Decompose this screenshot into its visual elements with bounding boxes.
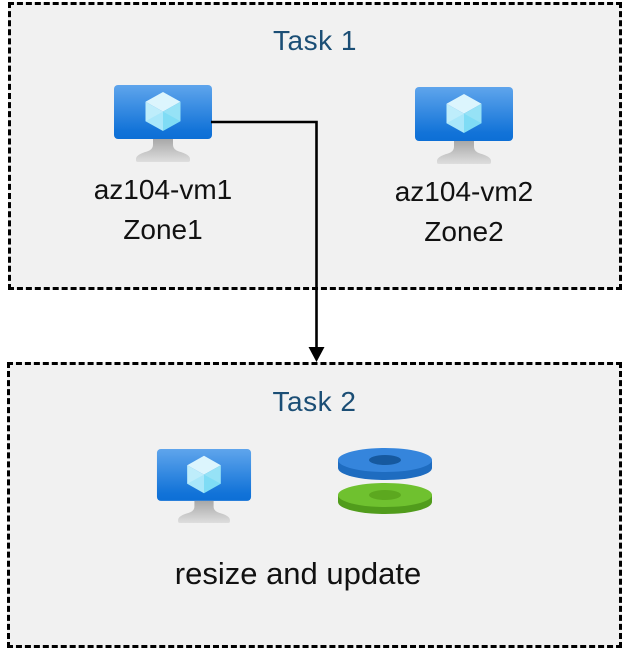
task1-title: Task 1: [273, 25, 357, 56]
vm1-label: az104-vm1 Zone1: [63, 170, 263, 250]
vm2-zone: Zone2: [424, 216, 504, 247]
task2-title: Task 2: [272, 386, 357, 417]
vm2-name: az104-vm2: [394, 176, 534, 207]
vm1-name: az104-vm1: [93, 174, 233, 205]
vm1-group: az104-vm1 Zone1: [63, 84, 263, 250]
vm1-zone: Zone1: [123, 214, 203, 245]
vm2-label: az104-vm2 Zone2: [364, 172, 564, 252]
virtual-machine-icon: [156, 449, 252, 523]
virtual-machine-icon: [415, 87, 513, 164]
virtual-machine-icon: [114, 85, 212, 162]
disk-stack-icon: [338, 448, 432, 514]
vm2-group: az104-vm2 Zone2: [364, 86, 564, 252]
task1-container: Task 1 az104-vm1 Zone1: [8, 2, 622, 290]
task2-caption: resize and update: [174, 556, 422, 591]
task2-container: Task 2 resize and update: [7, 362, 622, 648]
